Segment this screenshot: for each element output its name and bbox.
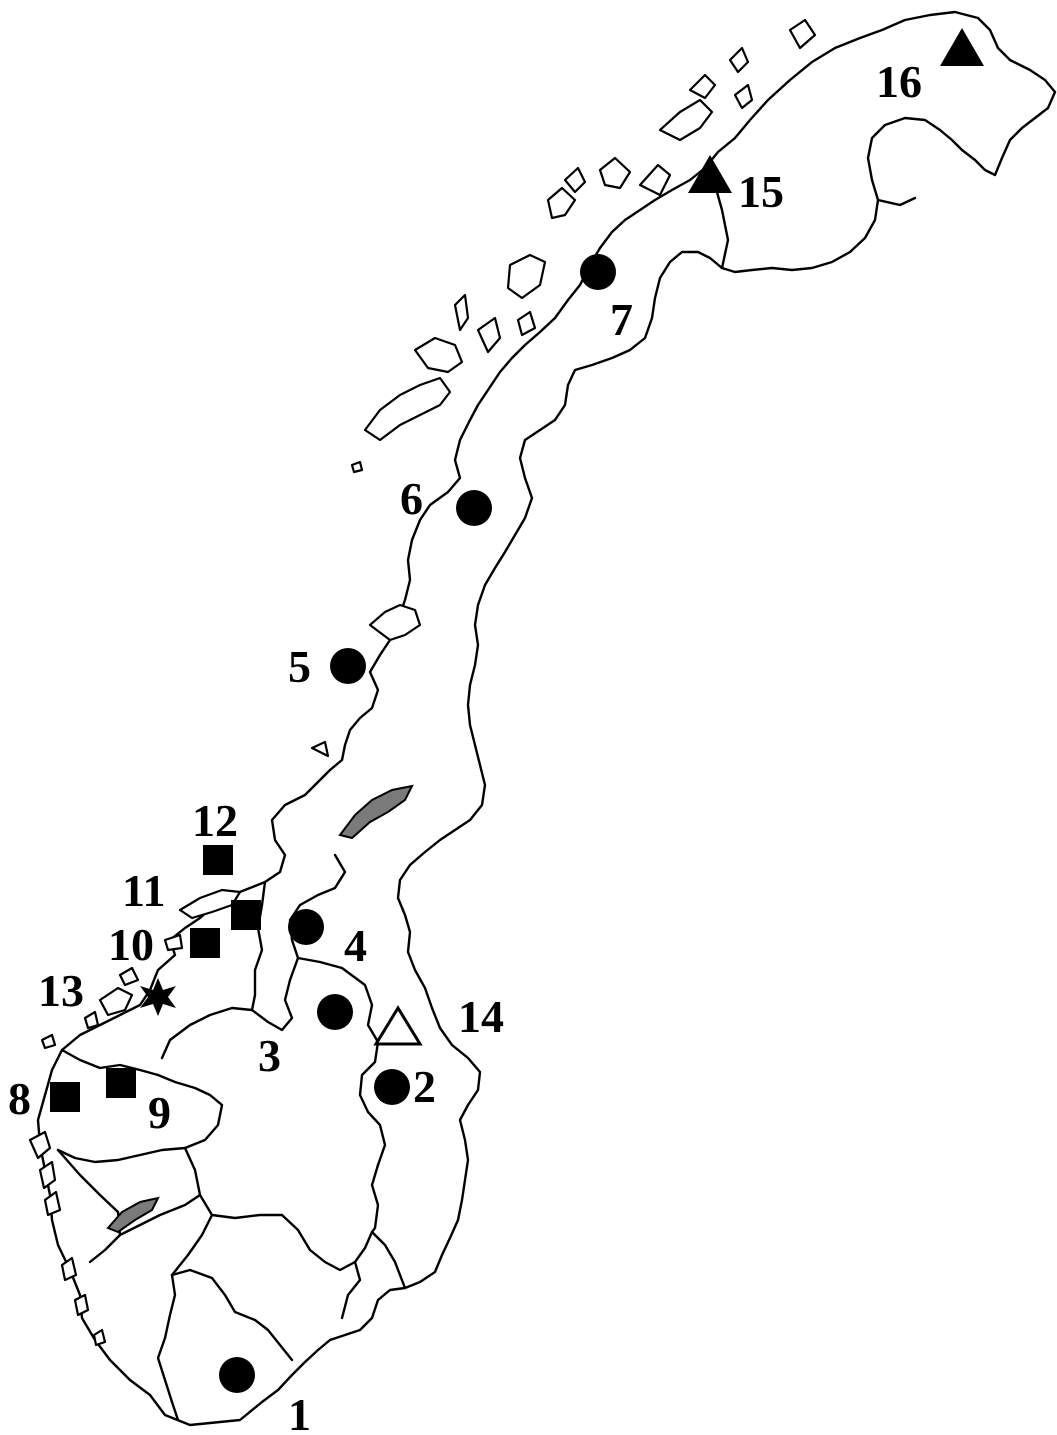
site-8-label: 8 <box>8 1073 31 1124</box>
site-5-marker <box>330 648 366 684</box>
region-boundary <box>296 956 387 1167</box>
site-10-marker <box>190 928 220 958</box>
island <box>98 986 134 1017</box>
island <box>453 293 470 332</box>
region-boundary <box>160 956 300 1060</box>
site-13-marker <box>140 978 176 1016</box>
region-boundary <box>876 196 917 207</box>
island <box>658 98 714 142</box>
island <box>728 46 750 74</box>
site-2-marker <box>374 1069 410 1105</box>
site-6-marker <box>456 490 492 526</box>
country-outline <box>36 10 1057 1427</box>
island <box>38 1160 57 1190</box>
region-boundary <box>56 1048 224 1164</box>
site-15-label: 15 <box>738 166 784 217</box>
island <box>516 310 537 337</box>
island <box>598 156 632 190</box>
site-11-label: 11 <box>122 865 165 916</box>
site-2-label: 2 <box>413 1061 436 1112</box>
island <box>118 966 140 987</box>
site-16-marker <box>940 28 984 66</box>
site-4-label: 4 <box>344 920 367 971</box>
site-9-marker <box>106 1068 136 1098</box>
island <box>688 73 717 100</box>
site-10-label: 10 <box>108 919 154 970</box>
island <box>788 18 817 50</box>
site-5-label: 5 <box>288 641 311 692</box>
island <box>733 83 754 110</box>
island <box>28 1130 52 1160</box>
island <box>363 376 452 442</box>
site-3-marker <box>317 994 353 1030</box>
island <box>163 933 184 952</box>
site-9-label: 9 <box>148 1087 171 1138</box>
site-8-marker <box>50 1082 80 1112</box>
region-boundary <box>340 1260 362 1320</box>
region-boundary <box>170 1268 294 1362</box>
site-4-marker <box>288 909 324 945</box>
region-boundary <box>250 880 267 1012</box>
island <box>506 253 547 300</box>
island <box>413 336 464 374</box>
island <box>60 1256 78 1282</box>
island <box>92 1328 107 1347</box>
region-boundary <box>183 1146 374 1272</box>
region-boundary <box>170 1213 214 1277</box>
island <box>178 888 242 920</box>
lake <box>106 1196 160 1234</box>
island <box>563 166 587 194</box>
site-12-marker <box>203 845 233 875</box>
site-11-marker <box>231 900 261 930</box>
region-boundary <box>156 1273 180 1422</box>
region-boundary <box>713 183 730 270</box>
site-12-label: 12 <box>192 795 238 846</box>
site-markers <box>50 28 984 1393</box>
island <box>476 316 502 354</box>
island <box>43 1190 62 1217</box>
island <box>350 460 364 474</box>
site-6-label: 6 <box>400 473 423 524</box>
island <box>73 1293 90 1317</box>
island <box>40 1033 57 1050</box>
island <box>368 603 422 642</box>
lake <box>338 784 414 840</box>
site-labels: 1 2 3 4 5 6 7 8 9 10 11 12 13 14 15 16 <box>8 56 922 1435</box>
region-boundary <box>370 1163 407 1290</box>
island <box>310 740 330 758</box>
site-16-label: 16 <box>876 56 922 107</box>
site-7-label: 7 <box>610 294 633 345</box>
site-14-marker <box>373 1005 423 1046</box>
site-1-marker <box>219 1357 255 1393</box>
island <box>546 186 577 220</box>
region-boundary <box>56 1148 122 1264</box>
island <box>83 1010 100 1030</box>
site-15-marker <box>688 155 732 193</box>
site-7-marker <box>580 254 616 290</box>
site-3-label: 3 <box>258 1030 281 1081</box>
site-13-label: 13 <box>38 965 84 1016</box>
region-boundary <box>118 1193 202 1237</box>
site-1-label: 1 <box>288 1389 311 1435</box>
island <box>638 163 672 197</box>
site-14-label: 14 <box>458 991 504 1042</box>
